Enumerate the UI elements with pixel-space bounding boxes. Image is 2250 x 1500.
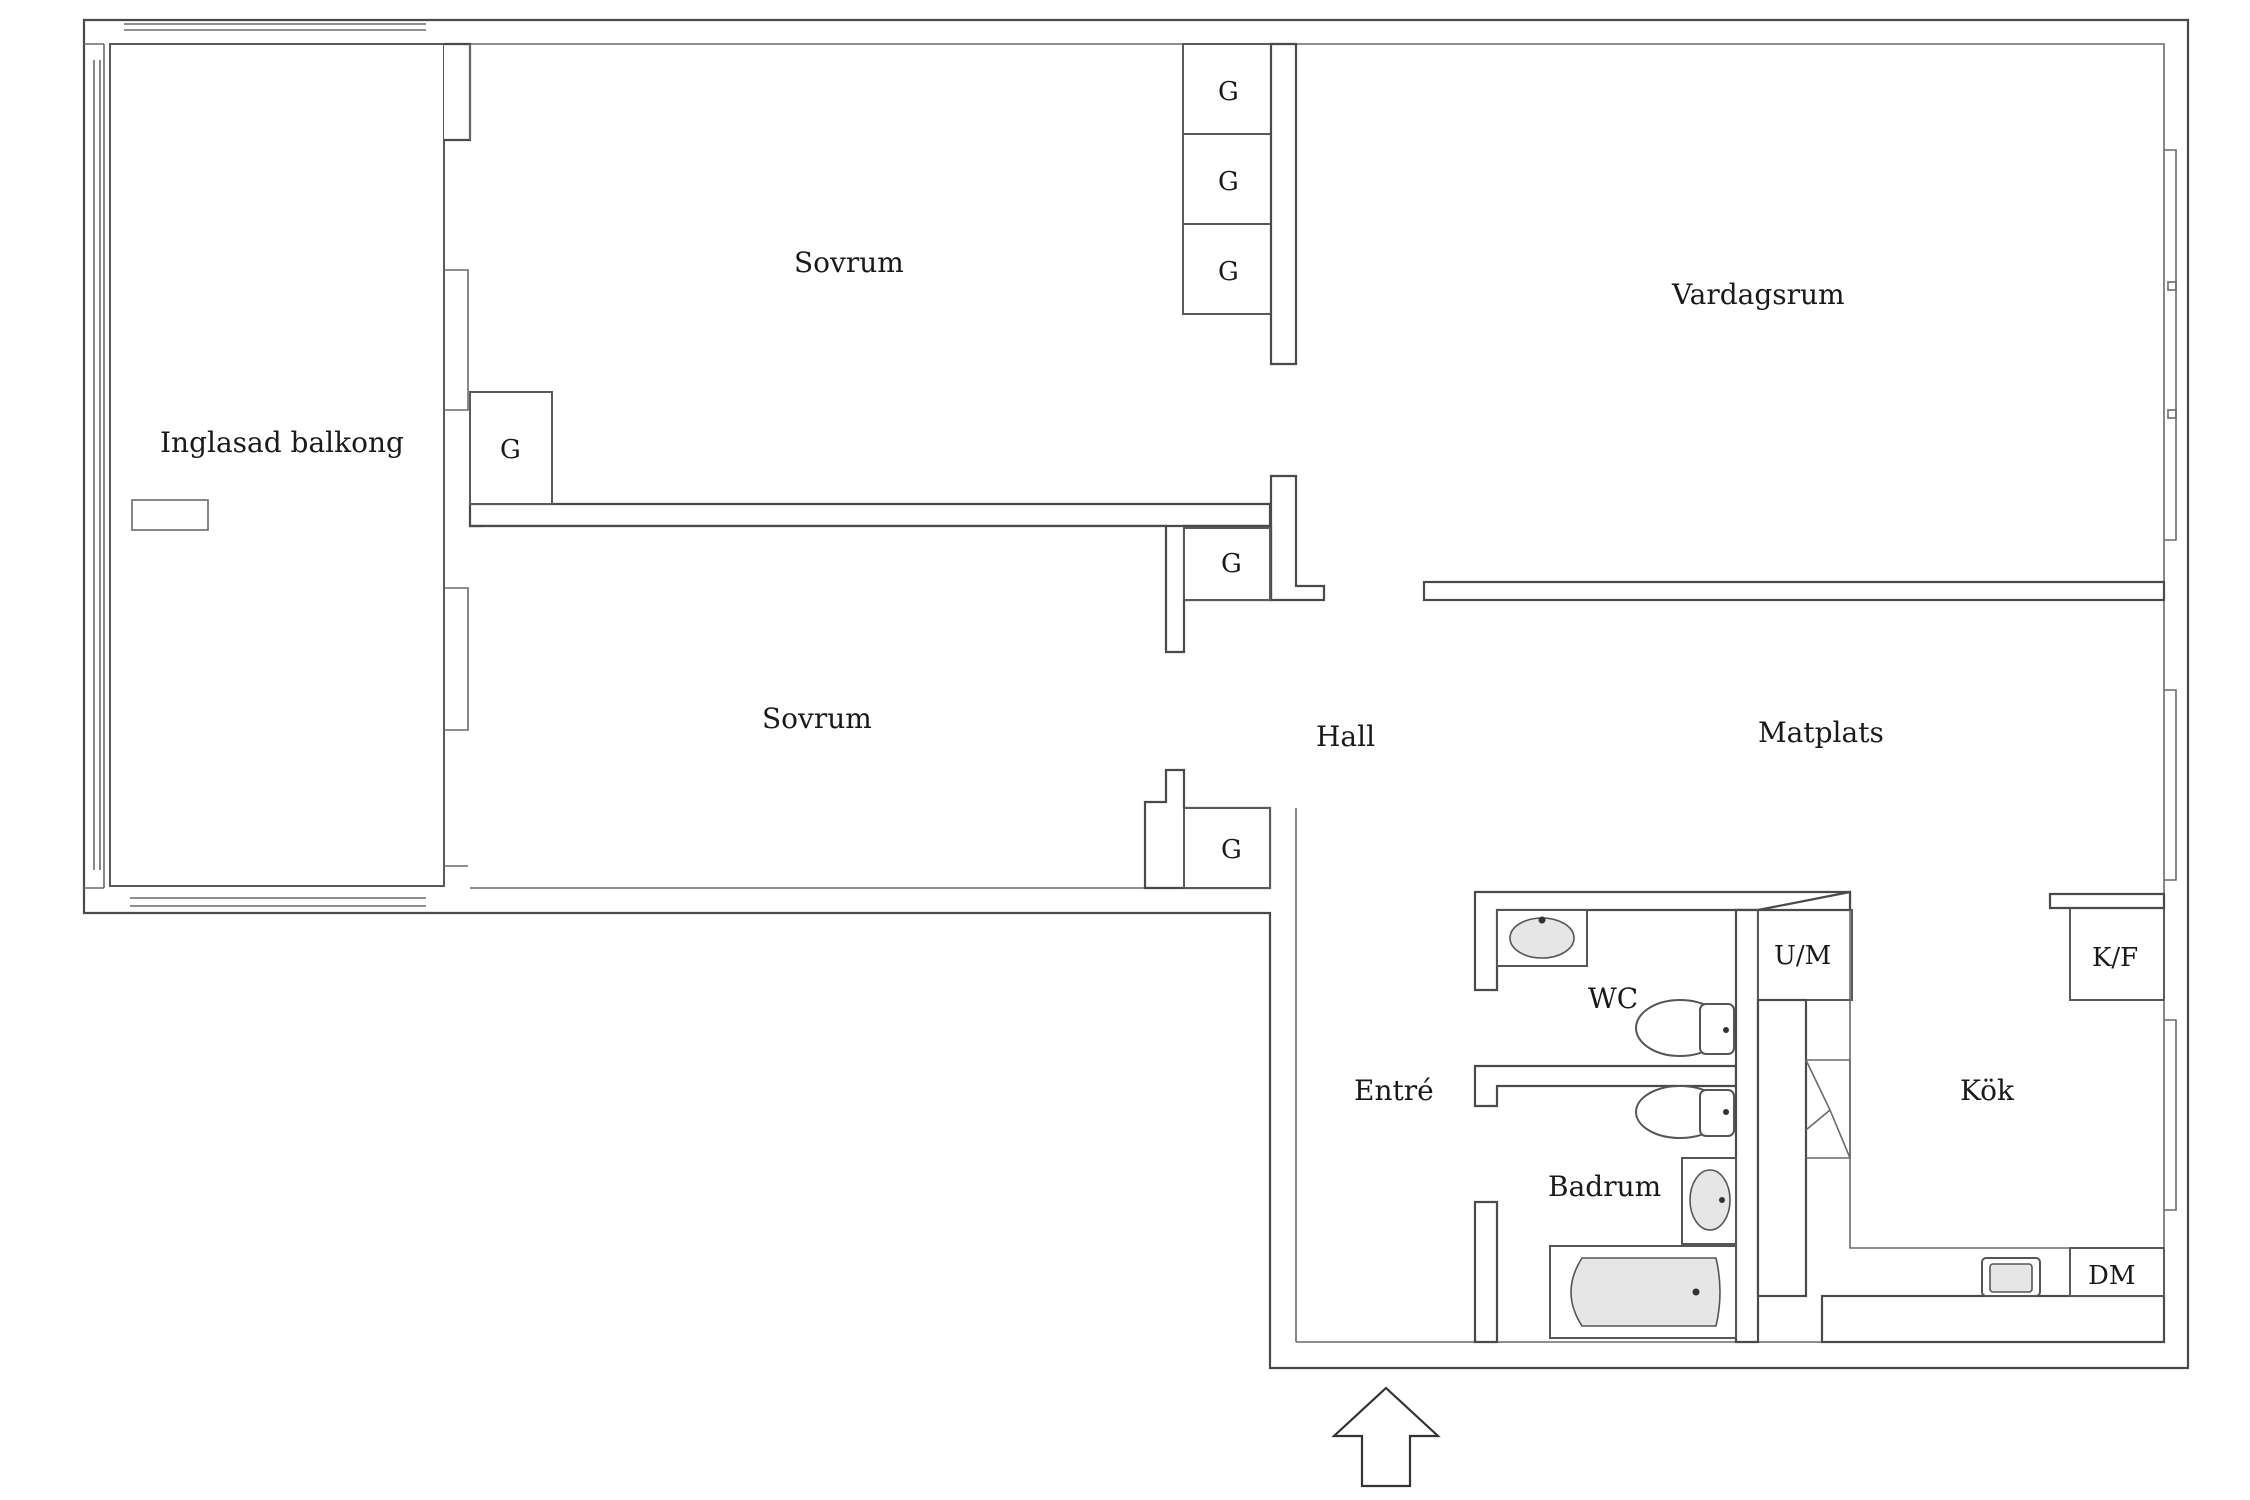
wardrobe-label: G [1221, 835, 1242, 865]
wardrobe-label: G [500, 435, 521, 465]
bedroom-top [444, 42, 1326, 602]
room-labels: Inglasad balkong Sovrum Sovrum Vardagsru… [160, 246, 2015, 1203]
kitchen [1756, 890, 2166, 1344]
label-matplats: Matplats [1758, 716, 1884, 749]
label-hall: Hall [1316, 720, 1375, 753]
bathtub-icon [1549, 1245, 1737, 1339]
bathroom-toilet-icon [1635, 1085, 1735, 1139]
kitchen-sink-icon [1981, 1257, 2041, 1297]
label-sovrum-top: Sovrum [794, 246, 904, 279]
label-badrum: Badrum [1548, 1170, 1661, 1203]
balcony [93, 23, 469, 907]
bedroom-bottom [470, 524, 1273, 890]
wc-sink-icon [1496, 909, 1588, 967]
wardrobe-box-left [469, 391, 553, 505]
label-wc: WC [1588, 982, 1638, 1015]
living-dining-divider [1422, 149, 2177, 1211]
label-kok: Kök [1960, 1074, 2015, 1107]
label-entre: Entré [1354, 1074, 1434, 1107]
storage-labels: G G G G G G U/M K/F DM [500, 77, 2138, 1291]
wardrobe-label: G [1221, 549, 1242, 579]
um-label: U/M [1774, 941, 1831, 971]
wc-toilet-icon [1635, 999, 1735, 1057]
wardrobe-label: G [1218, 77, 1239, 107]
label-balkong: Inglasad balkong [160, 426, 404, 459]
label-vardagsrum: Vardagsrum [1671, 278, 1845, 311]
dm-label: DM [2088, 1261, 2135, 1291]
bathroom-sink-icon [1681, 1157, 1737, 1245]
label-sovrum-bottom: Sovrum [762, 702, 872, 735]
entrance-arrow-icon [1331, 1386, 1441, 1488]
wardrobe-label: G [1218, 257, 1239, 287]
kf-label: K/F [2092, 943, 2138, 973]
wardrobe-label: G [1218, 167, 1239, 197]
